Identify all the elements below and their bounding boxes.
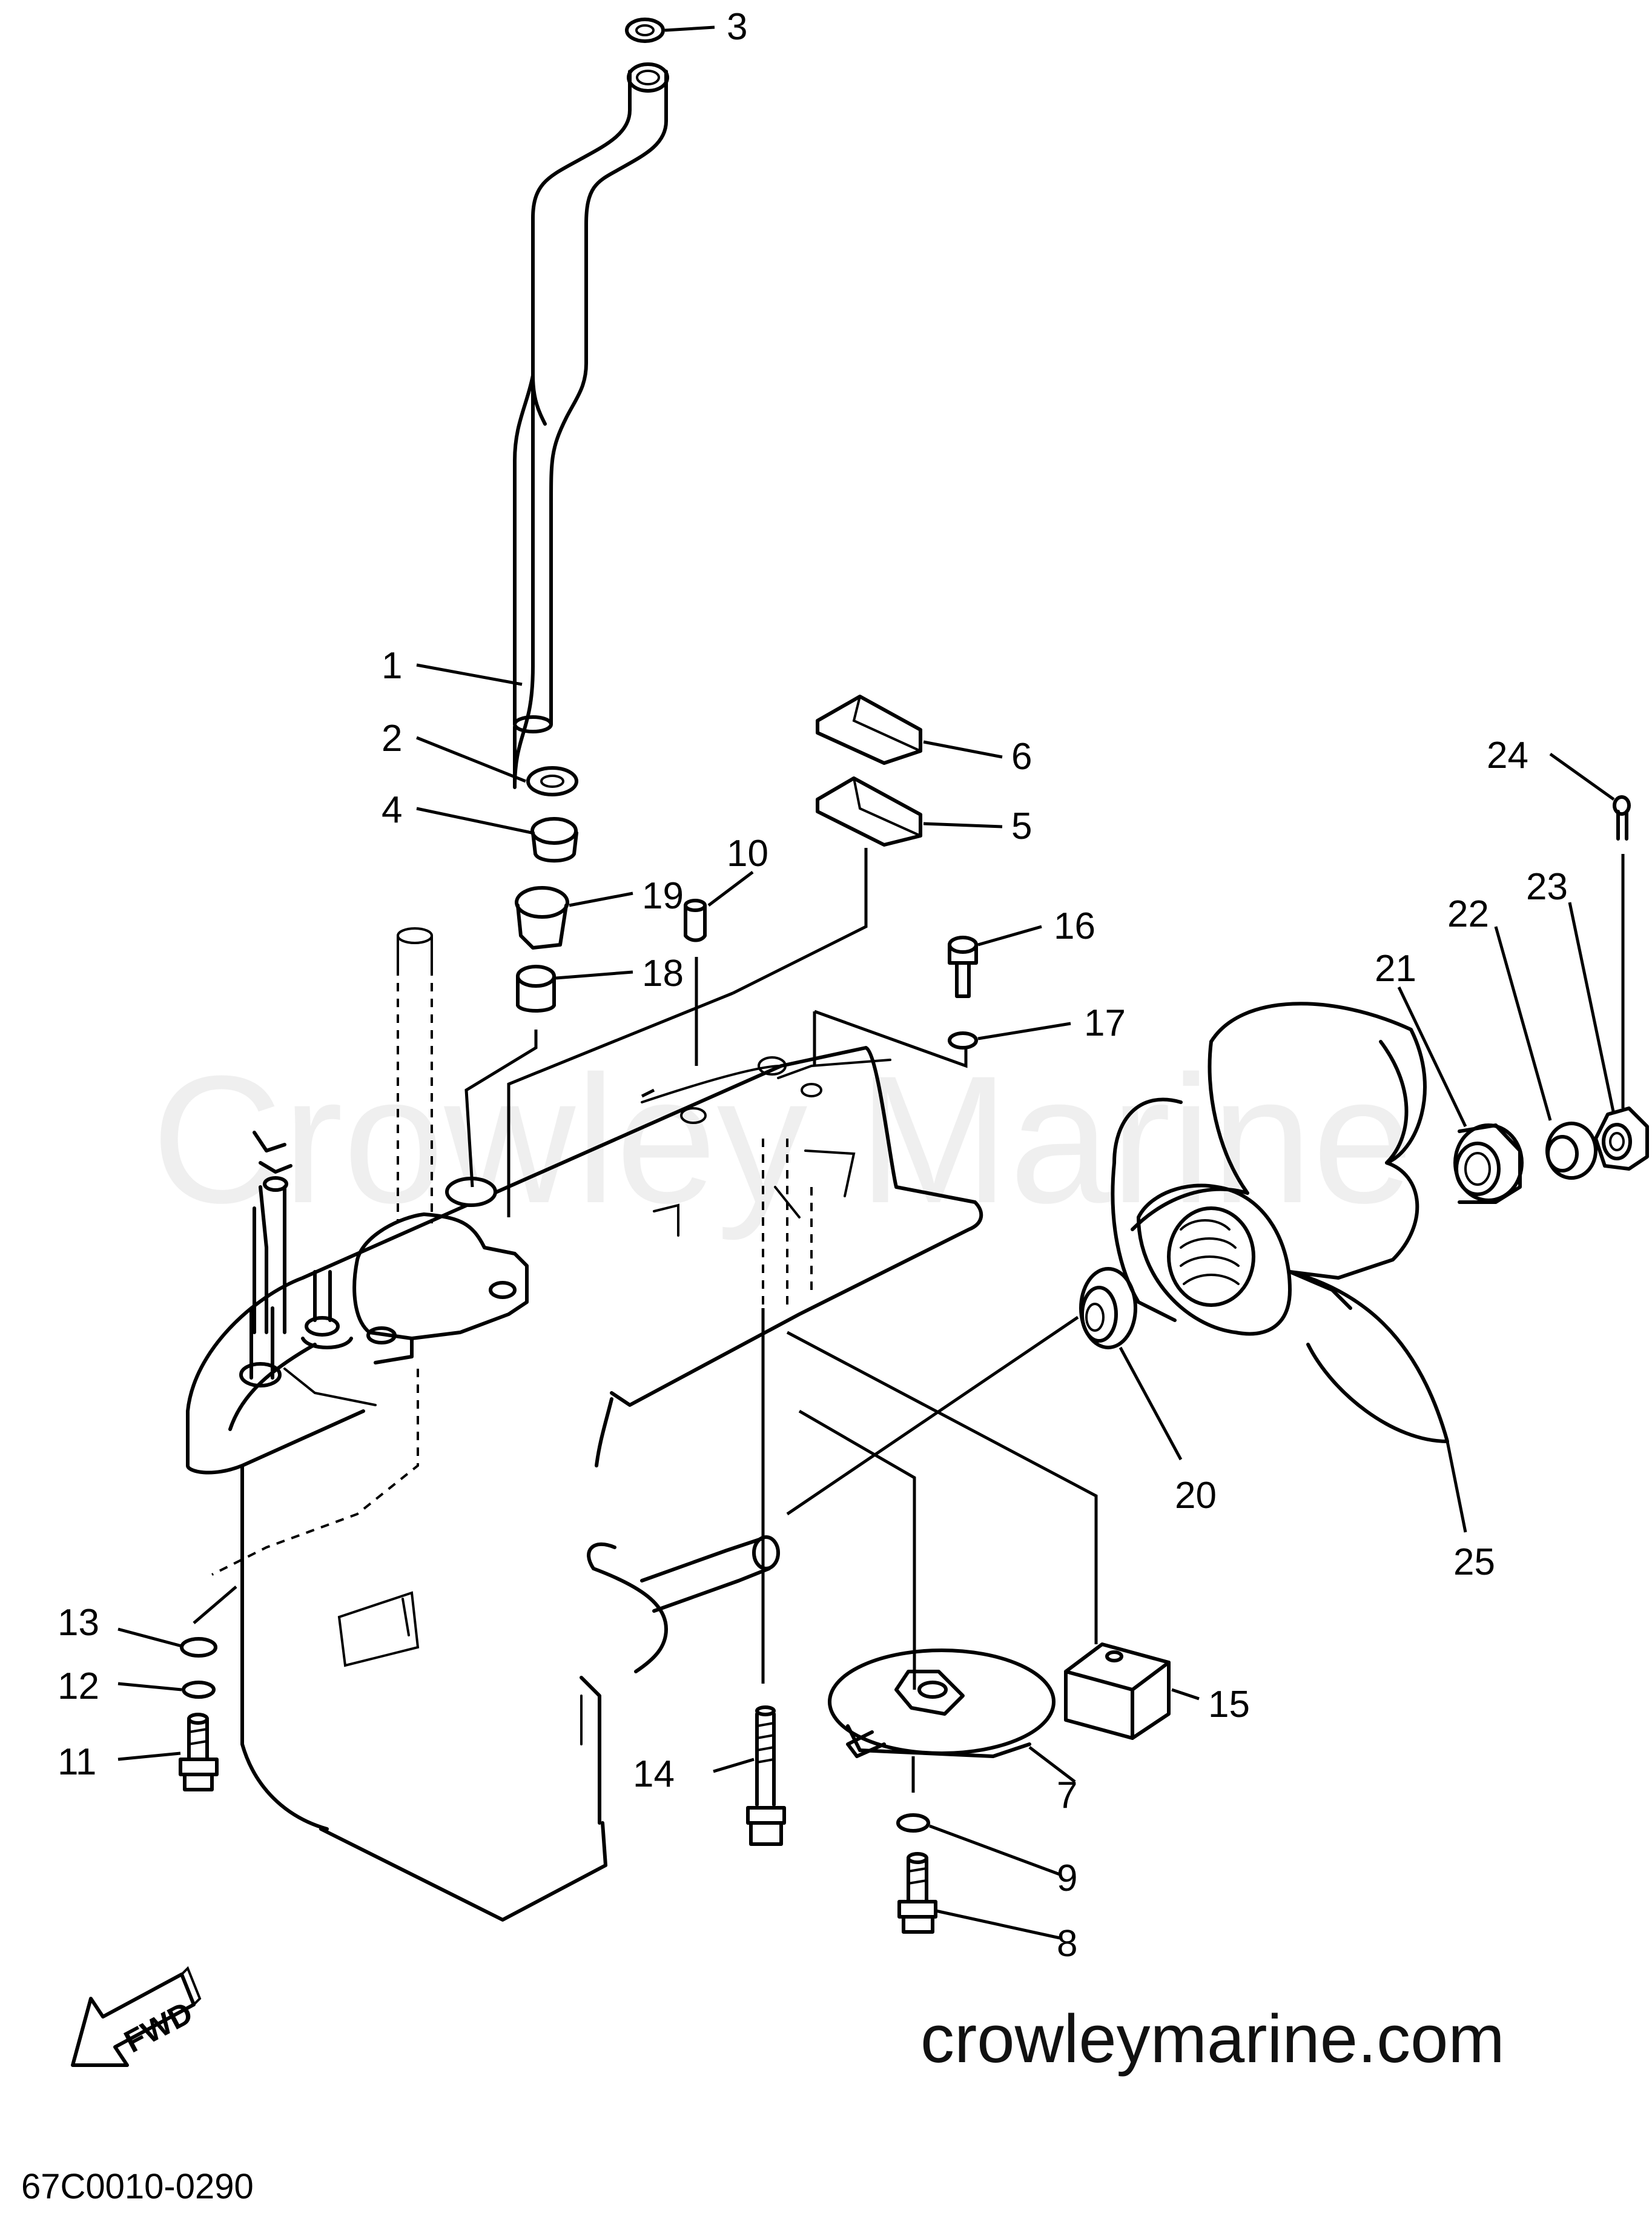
trim-tab-part-5 <box>816 776 922 847</box>
dowel-pin-part-10 <box>684 899 707 942</box>
bolt-part-16 <box>948 936 978 998</box>
callout-22: 22 <box>1447 893 1489 935</box>
spacer-part-21 <box>1453 1123 1524 1204</box>
shift-rod <box>239 1131 353 1387</box>
diagram-code: 67C0010-0290 <box>21 2167 254 2206</box>
propeller-shaft <box>640 1535 780 1613</box>
callout-1: 1 <box>382 645 402 687</box>
callout-6: 6 <box>1011 736 1032 778</box>
lower-gear-case-housing <box>186 1046 983 1922</box>
leader-part-5 <box>732 848 868 995</box>
callout-17: 17 <box>1084 1002 1126 1044</box>
callout-2: 2 <box>382 718 402 759</box>
leader-part-7 <box>798 1409 916 1690</box>
callout-20: 20 <box>1175 1475 1217 1516</box>
water-tube-part-1 <box>513 70 668 789</box>
anode-bolt-hole-guide <box>762 1139 813 1308</box>
callout-11: 11 <box>58 1741 96 1783</box>
leader-part-17 <box>814 1010 968 1068</box>
callout-23: 23 <box>1526 866 1568 908</box>
bolt-part-11 <box>179 1713 219 1791</box>
callout-5: 5 <box>1011 805 1032 847</box>
grommet-part-2 <box>530 817 578 863</box>
tube-top-end <box>627 62 669 93</box>
fwd-label: FWD <box>119 1995 199 2060</box>
washer-part-12 <box>182 1681 216 1699</box>
callout-13: 13 <box>58 1602 99 1644</box>
leader-misc <box>641 1088 655 1098</box>
site-url: crowleymarine.com <box>920 2001 1505 2077</box>
callout-19: 19 <box>642 875 684 917</box>
washer-part-9 <box>896 1813 930 1833</box>
seal-part-4 <box>526 766 578 796</box>
collar-part-18 <box>516 965 556 1013</box>
thrust-washer-part-20 <box>786 1267 1137 1516</box>
callout-16: 16 <box>1054 905 1095 947</box>
anode-part-15 <box>1064 1642 1171 1740</box>
fwd-arrow-icon: FWD <box>71 1966 202 2067</box>
cotter-pin-part-24 <box>1613 795 1631 1108</box>
bolt-part-8 <box>897 1852 937 1934</box>
callout-15: 15 <box>1208 1684 1250 1725</box>
callout-10: 10 <box>727 833 768 875</box>
drain-screw-guide <box>211 1369 419 1576</box>
callout-12: 12 <box>58 1665 99 1707</box>
callout-14: 14 <box>633 1753 675 1795</box>
callout-3: 3 <box>727 6 747 48</box>
propeller-part-25 <box>1111 1002 1449 1443</box>
callout-25: 25 <box>1453 1541 1495 1583</box>
drive-shaft <box>397 927 433 1223</box>
nut-part-23 <box>1594 1106 1649 1171</box>
callout-24: 24 <box>1487 735 1528 776</box>
anode-part-7 <box>828 1649 1056 1758</box>
callout-8: 8 <box>1057 1923 1077 1965</box>
callout-leaders <box>117 25 1616 1940</box>
washer-part-3 <box>625 18 665 43</box>
leader-part-13b <box>193 1586 237 1624</box>
callout-7: 7 <box>1057 1774 1077 1816</box>
washer-part-17 <box>948 1031 978 1050</box>
leader-part-18 <box>464 1030 538 1188</box>
washer-part-13 <box>180 1637 217 1658</box>
leader-part-5b <box>507 991 733 1217</box>
washer-part-22 <box>1545 1122 1597 1180</box>
callout-21: 21 <box>1375 948 1416 990</box>
leader-part-15 <box>786 1331 1098 1644</box>
callout-4: 4 <box>382 789 402 831</box>
bolt-part-14 <box>746 1705 786 1846</box>
trim-tab-part-6 <box>816 695 922 765</box>
grommet-part-19 <box>515 886 569 950</box>
callout-9: 9 <box>1057 1857 1077 1899</box>
callout-labels: 1 2 4 3 6 5 10 16 17 19 18 20 21 22 23 2… <box>58 6 1568 1965</box>
callout-18: 18 <box>642 953 684 994</box>
water-pump-housing <box>352 1177 529 1364</box>
